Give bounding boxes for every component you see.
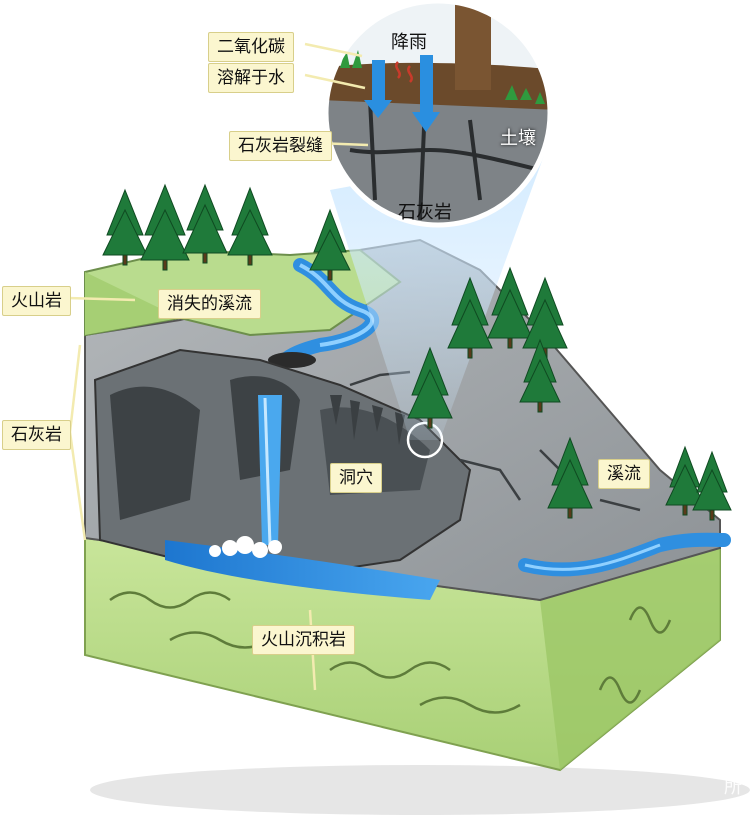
splash [209, 536, 282, 558]
leader-lines [67, 42, 369, 691]
label-limestone-zoom: 石灰岩 [398, 202, 452, 223]
label-volcanic-sediment: 火山沉积岩 [252, 625, 355, 655]
label-stream: 溪流 [598, 459, 650, 489]
label-co2: 二氧化碳 [208, 32, 294, 62]
zoom-beam [330, 150, 546, 440]
label-volcanic-rock: 火山岩 [2, 286, 71, 316]
waterfall [258, 395, 282, 545]
stalactites [330, 395, 405, 445]
pine-trees [102, 183, 732, 521]
ground-shadow [90, 765, 750, 815]
sinkhole [268, 352, 316, 368]
label-soil: 土壤 [500, 128, 536, 149]
label-vanishing-stream: 消失的溪流 [158, 289, 261, 319]
label-rain: 降雨 [391, 32, 427, 53]
label-limestone: 石灰岩 [2, 420, 71, 450]
label-dissolve: 溶解于水 [208, 63, 294, 93]
label-cave: 洞穴 [330, 463, 382, 493]
label-crack: 石灰岩裂缝 [229, 131, 332, 161]
watermark: 星球研究所 [724, 681, 742, 798]
